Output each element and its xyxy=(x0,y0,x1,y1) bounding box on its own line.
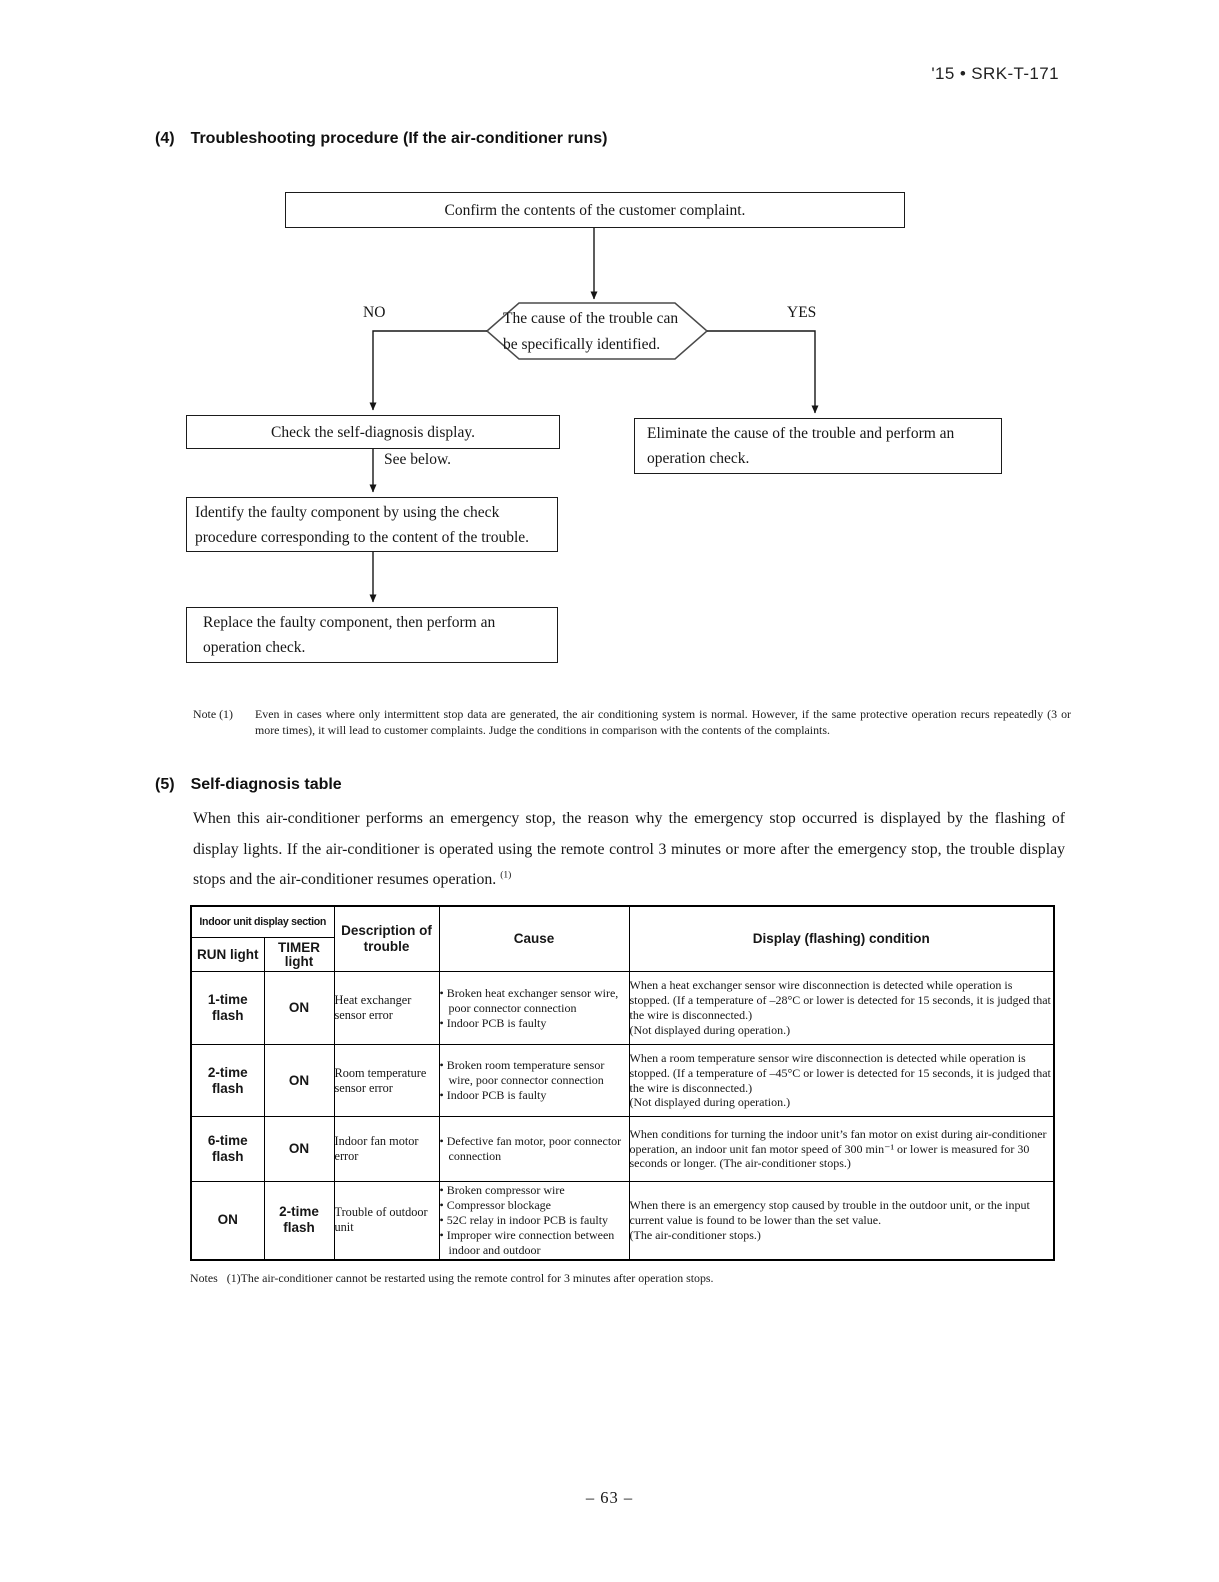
trouble-description: Trouble of outdoor unit xyxy=(333,1181,440,1260)
cause-cell: • Defective fan motor, poor connector co… xyxy=(438,1116,630,1182)
header-description-of-trouble: Description of trouble xyxy=(333,905,440,972)
flow-label-yes: YES xyxy=(787,304,817,321)
timer-light-value: ON xyxy=(263,971,335,1045)
cause-item: • Improper wire connection between indoo… xyxy=(439,1227,615,1257)
header-display-condition: Display (flashing) condition xyxy=(628,905,1055,972)
header-timer-light: TIMER light xyxy=(263,937,335,972)
run-light-value: 1-time flash xyxy=(190,971,265,1045)
cause-item: • Broken heat exchanger sensor wire, poo… xyxy=(439,985,619,1015)
table-row-2-time-flash: 2-time flash ON Room temperature sensor … xyxy=(190,1044,1055,1117)
display-condition: When there is an emergency stop caused b… xyxy=(628,1181,1055,1260)
notes-label: Notes xyxy=(190,1271,218,1285)
header-indoor-display-section: Indoor unit display section xyxy=(190,905,335,938)
timer-light-value: ON xyxy=(263,1044,335,1117)
self-diagnosis-table: Indoor unit display section Description … xyxy=(190,905,1055,1261)
note1-text: Even in cases where only intermittent st… xyxy=(255,707,1071,737)
display-condition: When conditions for turning the indoor u… xyxy=(628,1116,1055,1182)
cause-cell: • Broken room temperature sensor wire, p… xyxy=(438,1044,630,1117)
flow-box-replace: Replace the faulty component, then perfo… xyxy=(186,607,558,663)
flow-connectors-svg xyxy=(369,226,819,603)
timer-light-value: 2-time flash xyxy=(263,1181,335,1260)
header-cause: Cause xyxy=(438,905,630,972)
section4-number: (4) xyxy=(155,130,175,147)
cause-cell: • Broken heat exchanger sensor wire, poo… xyxy=(438,971,630,1045)
notes-block: Notes (1)The air-conditioner cannot be re… xyxy=(190,1271,714,1286)
intro-text: When this air-conditioner performs an em… xyxy=(193,810,1065,888)
flow-box-confirm: Confirm the contents of the customer com… xyxy=(285,192,905,228)
trouble-description: Room temperature sensor error xyxy=(333,1044,440,1117)
note1-label: Note (1) xyxy=(193,707,233,721)
section4-heading: (4) Troubleshooting procedure (If the ai… xyxy=(155,130,607,148)
doc-reference: '15 • SRK-T-171 xyxy=(931,64,1059,83)
cause-item: • Indoor PCB is faulty xyxy=(439,1088,547,1102)
trouble-description: Indoor fan motor error xyxy=(333,1116,440,1182)
section5-title: Self-diagnosis table xyxy=(190,776,342,793)
notes-text: (1)The air-conditioner cannot be restart… xyxy=(226,1271,714,1285)
display-condition: When a heat exchanger sensor wire discon… xyxy=(628,971,1055,1045)
trouble-description: Heat exchanger sensor error xyxy=(333,971,440,1045)
flow-decision-text: The cause of the trouble can be specific… xyxy=(503,306,715,358)
cause-item: • Defective fan motor, poor connector co… xyxy=(439,1134,622,1163)
timer-light-value: ON xyxy=(263,1116,335,1182)
section4-title: Troubleshooting procedure (If the air-co… xyxy=(190,130,608,147)
flow-box-identify: Identify the faulty component by using t… xyxy=(186,497,558,552)
run-light-value: 2-time flash xyxy=(190,1044,265,1117)
display-condition: When a room temperature sensor wire disc… xyxy=(628,1044,1055,1117)
cause-item: • 52C relay in indoor PCB is faulty xyxy=(439,1212,609,1227)
cause-cell: • Broken compressor wire • Compressor bl… xyxy=(438,1181,630,1260)
table-row-1-time-flash: 1-time flash ON Heat exchanger sensor er… xyxy=(190,971,1055,1045)
cause-item: • Compressor blockage xyxy=(439,1197,552,1212)
run-light-value: 6-time flash xyxy=(190,1116,265,1182)
arrow-yes-branch xyxy=(707,330,819,414)
page-number: – 63 – xyxy=(585,1488,634,1507)
flow-label-no: NO xyxy=(363,304,386,321)
section5-heading: (5) Self-diagnosis table xyxy=(155,776,342,794)
cause-item: • Indoor PCB is faulty xyxy=(439,1015,547,1030)
flow-label-see-below: See below. xyxy=(384,451,452,468)
flowchart: Confirm the contents of the customer com… xyxy=(0,185,1219,677)
section5-intro: When this air-conditioner performs an em… xyxy=(193,804,1065,896)
cause-item: • Broken room temperature sensor wire, p… xyxy=(439,1058,605,1087)
section5-number: (5) xyxy=(155,776,175,793)
cause-item: • Broken compressor wire xyxy=(439,1182,565,1197)
flow-box-eliminate: Eliminate the cause of the trouble and p… xyxy=(634,418,1002,474)
decision-line-1: The cause of the trouble can xyxy=(503,310,679,327)
table-row-6-time-flash: 6-time flash ON Indoor fan motor error •… xyxy=(190,1116,1055,1182)
note1-block: Note (1) Even in cases where only interm… xyxy=(193,707,1071,738)
arrow-no-branch xyxy=(369,330,487,411)
flow-box-check: Check the self-diagnosis display. xyxy=(186,415,560,449)
table-row-outdoor-trouble: ON 2-time flash Trouble of outdoor unit … xyxy=(190,1181,1055,1260)
run-light-value: ON xyxy=(190,1181,265,1260)
decision-line-2: be specifically identified. xyxy=(503,336,661,353)
header-run-light: RUN light xyxy=(190,937,265,972)
intro-note-superscript: (1) xyxy=(500,870,512,881)
